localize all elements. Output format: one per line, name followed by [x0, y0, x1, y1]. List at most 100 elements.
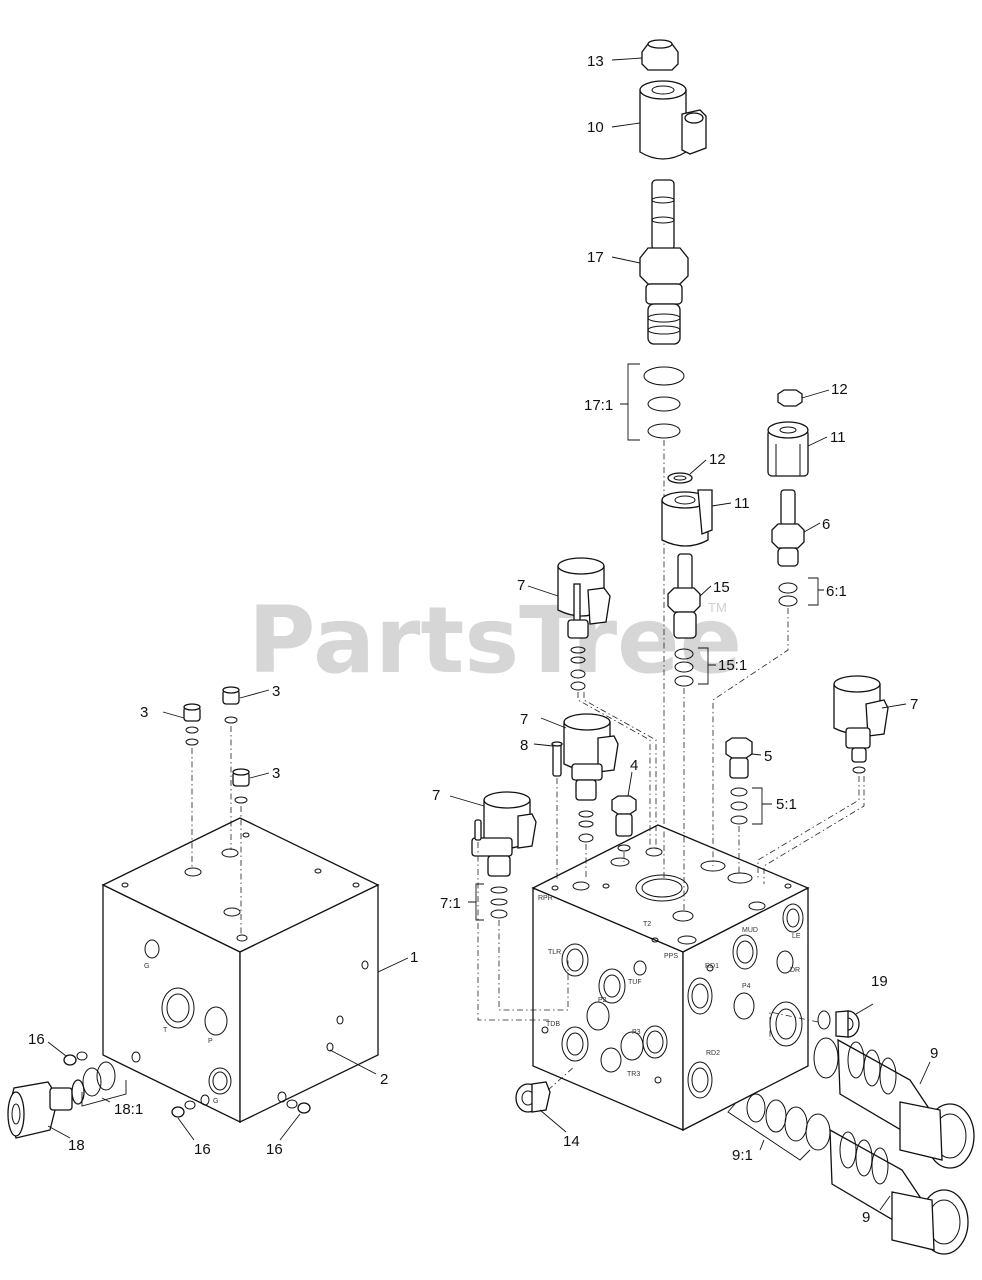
- left-block-port-label: T: [163, 1027, 168, 1034]
- valve-15: [667, 553, 701, 639]
- plug-14: [515, 1081, 551, 1113]
- right-block-port-label: TDB: [546, 1021, 560, 1028]
- bolt-7-lower: [474, 819, 482, 841]
- callout-1: 1: [410, 949, 418, 966]
- plug-3-top: [222, 686, 240, 850]
- callout-17-1: 17:1: [584, 397, 613, 414]
- callout-7-right: 7: [910, 696, 918, 713]
- plug-16-bottom: [171, 1100, 196, 1118]
- right-block-port-label: TR3: [627, 1071, 640, 1078]
- callout-19: 19: [871, 973, 888, 990]
- callout-18: 18: [68, 1137, 85, 1154]
- left-manifold-block: G T P G: [101, 817, 380, 1124]
- callout-3-top: 3: [272, 683, 280, 700]
- cartridge-9-lower: [829, 1128, 969, 1255]
- right-block-port-label: P4: [742, 983, 751, 990]
- valve-6: [771, 489, 805, 567]
- callout-12-right: 12: [831, 381, 848, 398]
- right-block-port-label: RD2: [706, 1050, 720, 1057]
- o-ring-set-17-1: [643, 366, 685, 439]
- callout-17: 17: [587, 249, 604, 266]
- right-block-port-label: LE: [792, 933, 801, 940]
- leader-lines: [47, 57, 931, 1211]
- right-block-port-label: TLR: [548, 949, 561, 956]
- nut-12-center: [667, 472, 693, 484]
- callout-11-center: 11: [734, 495, 750, 512]
- callout-7-middle: 7: [520, 711, 528, 728]
- solenoid-valve-7-middle: [563, 713, 619, 843]
- axis-line-14: [547, 1065, 576, 1091]
- right-block-port-label: T2: [643, 921, 651, 928]
- coil-11-right: [767, 421, 809, 477]
- callout-12-center: 12: [709, 451, 726, 468]
- callout-5: 5: [764, 748, 772, 765]
- callout-3-center: 3: [272, 765, 280, 782]
- callout-13: 13: [587, 53, 604, 70]
- o-ring-9-upper: [813, 1037, 839, 1079]
- callout-9-lower: 9: [862, 1209, 870, 1226]
- callout-3-left: 3: [140, 704, 148, 721]
- bolt-8: [551, 741, 563, 777]
- callout-6: 6: [822, 516, 830, 533]
- o-ring-set-18-1: [82, 1061, 116, 1097]
- callout-10: 10: [587, 119, 604, 136]
- right-block-port-label: PPS: [664, 953, 678, 960]
- o-ring-set-6-1: [778, 582, 798, 607]
- callout-7-1: 7:1: [440, 895, 461, 912]
- watermark-trademark: TM: [708, 600, 727, 615]
- callout-18-1: 18:1: [114, 1101, 143, 1118]
- right-block-port-label: P3: [632, 1029, 641, 1036]
- cartridge-9-upper: [837, 1038, 975, 1169]
- axis-line-7-lower-b: [477, 842, 550, 1021]
- right-block-port-label: P2: [598, 997, 607, 1004]
- callout-9-upper: 9: [930, 1045, 938, 1062]
- plug-4: [611, 795, 637, 852]
- coil-10: [639, 80, 707, 160]
- callout-8: 8: [520, 737, 528, 754]
- axis-line-7-right-b: [763, 776, 865, 884]
- plug-16-left: [63, 1051, 88, 1066]
- nut-12-right: [777, 389, 803, 407]
- callout-16-bottom: 16: [194, 1141, 211, 1158]
- o-ring-set-9-1: [746, 1093, 831, 1151]
- plug-3-center: [232, 768, 250, 935]
- callout-2: 2: [380, 1071, 388, 1088]
- cartridge-18: [7, 1079, 85, 1139]
- nut-13: [641, 39, 679, 71]
- callout-7-lower: 7: [432, 787, 440, 804]
- left-block-port-label: P: [208, 1038, 213, 1045]
- plug-5: [725, 737, 753, 779]
- cartridge-valve-17: [639, 179, 689, 345]
- callout-labels: 13 10 17 17:1 12 11 12 11 6 6:1 15 15:1 …: [28, 53, 938, 1226]
- axis-line-7-lower: [498, 920, 569, 1011]
- callout-16-left: 16: [28, 1031, 45, 1048]
- axis-line-7-upper: [577, 692, 651, 850]
- callout-14: 14: [563, 1133, 580, 1150]
- right-block-port-label: DR: [790, 967, 800, 974]
- callout-16-right: 16: [266, 1141, 283, 1158]
- callout-6-1: 6:1: [826, 583, 847, 600]
- solenoid-valve-7-right: [833, 675, 889, 774]
- callout-4: 4: [630, 757, 638, 774]
- plug-19: [817, 1010, 860, 1038]
- o-ring-set-15-1: [674, 648, 694, 687]
- plug-16-right: [286, 1099, 311, 1114]
- axis-line-7-upper-b: [583, 692, 657, 850]
- watermark-text: PartsTree: [248, 587, 742, 694]
- callout-5-1: 5:1: [776, 796, 797, 813]
- right-block-port-label: RPR: [538, 895, 553, 902]
- left-block-port-label: G: [213, 1098, 218, 1105]
- right-block-port-label: MUD: [742, 927, 758, 934]
- callout-11-right: 11: [830, 429, 846, 446]
- solenoid-valve-7-lower: [471, 791, 537, 919]
- right-block-port-label: RD1: [705, 963, 719, 970]
- callout-15: 15: [713, 579, 730, 596]
- callout-15-1: 15:1: [718, 657, 747, 674]
- o-ring-set-5-1: [730, 787, 748, 825]
- left-block-port-label: G: [144, 963, 149, 970]
- right-block-port-label: TUF: [628, 979, 642, 986]
- axis-line-7-right: [757, 776, 860, 880]
- plug-3-left: [183, 703, 201, 868]
- callout-7-upper: 7: [517, 577, 525, 594]
